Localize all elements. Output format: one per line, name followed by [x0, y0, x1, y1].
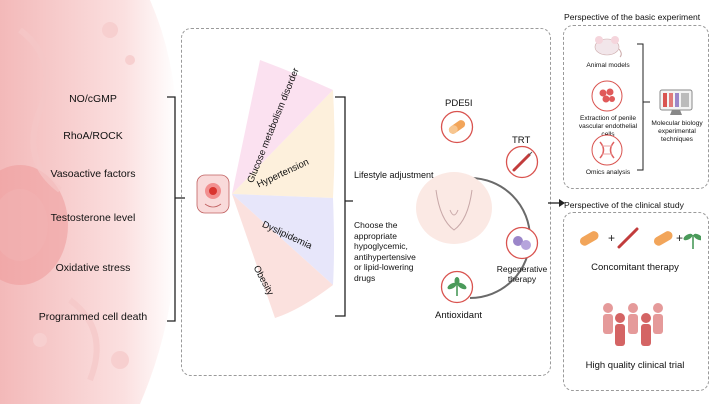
factor-programmed-cell-death: Programmed cell death: [38, 311, 148, 323]
cell-background-illustration: [0, 0, 178, 404]
pde5i-label: PDE5I: [445, 98, 473, 109]
factor-rhoa-rock: RhoA/ROCK: [63, 130, 123, 142]
molecular-line-3: techniques: [661, 136, 693, 143]
clinical-trial-label: High quality clinical trial: [585, 360, 685, 371]
basic-bracket: [637, 43, 650, 171]
drug-line-4: antihypertensive: [354, 251, 416, 262]
endothelial-cells-icon: [591, 80, 623, 112]
antioxidant-label: Antioxidant: [435, 310, 483, 321]
drug-line-3: hypoglycemic,: [354, 241, 408, 251]
svg-text:+: +: [676, 231, 683, 245]
molecular-line-2: experimental: [658, 128, 696, 135]
concomitant-therapy-label: Concomitant therapy: [591, 262, 679, 273]
clinical-perspective-title: Perspective of the clinical study: [564, 200, 684, 210]
extraction-line-2: vascular endothelial cells: [578, 123, 638, 138]
factor-testosterone: Testosterone level: [50, 212, 136, 224]
regenerative-line-1: Regenerative: [496, 264, 548, 274]
trt-syringe-icon: [505, 145, 539, 179]
pde5i-pill-icon: [440, 110, 474, 144]
monitor-icon: [659, 89, 693, 115]
basic-panel: [563, 25, 709, 189]
penile-icon: [196, 174, 230, 214]
omics-label: Omics analysis: [585, 169, 631, 176]
svg-text:+: +: [608, 231, 615, 245]
factor-oxidative-stress: Oxidative stress: [55, 262, 131, 274]
antioxidant-plant-icon: [440, 270, 474, 304]
drug-line-5: or lipid-lowering: [354, 262, 414, 272]
drug-line-6: drugs: [354, 272, 376, 283]
pelvis-therapy-diagram: [416, 172, 531, 299]
molecular-label: Molecular biology experimental technique…: [646, 120, 708, 144]
regenerative-label: Regenerative therapy: [492, 264, 552, 284]
drug-line-1: Choose the: [354, 220, 398, 230]
factors-bracket: [167, 96, 185, 322]
clinical-panel: [563, 212, 709, 391]
molecular-line-1: Molecular biology: [651, 120, 703, 127]
basic-perspective-title: Perspective of the basic experiment: [564, 12, 701, 22]
concomitant-therapy-icons: + +: [579, 227, 701, 249]
dna-icon: [591, 134, 623, 166]
mouse-icon: [594, 36, 622, 58]
interventions-bracket: [335, 96, 353, 317]
regenerative-cells-icon: [505, 226, 539, 260]
drug-line-2: appropriate: [354, 230, 398, 241]
main-panel: [181, 28, 551, 376]
clinical-trial-people-icon: [603, 303, 663, 346]
animal-models-label: Animal models: [586, 62, 630, 69]
factor-no-cgmp: NO/cGMP: [69, 93, 117, 105]
lifestyle-line-1: Lifestyle adjustment: [354, 170, 434, 180]
perspective-arrow: [548, 199, 565, 207]
drug-choice-text: Choose the appropriate hypoglycemic, ant…: [354, 220, 416, 283]
extraction-label: Extraction of penile vascular endothelia…: [576, 115, 640, 139]
extraction-line-1: Extraction of penile: [579, 115, 637, 122]
factor-vasoactive: Vasoactive factors: [50, 168, 136, 180]
trt-label: TRT: [512, 135, 531, 146]
regenerative-line-2: therapy: [507, 274, 537, 284]
